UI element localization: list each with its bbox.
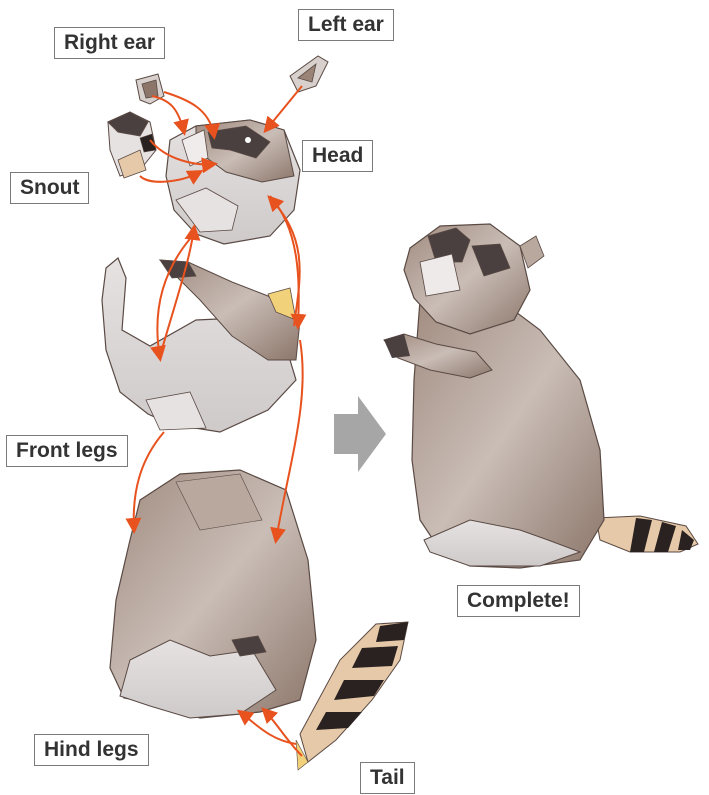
head-piece — [166, 120, 300, 244]
label-tail: Tail — [360, 762, 415, 794]
front-legs-piece — [102, 258, 300, 432]
hind-legs-piece — [110, 470, 316, 718]
progress-arrow — [334, 396, 386, 472]
snout-piece — [108, 112, 156, 178]
right-ear-piece — [136, 74, 164, 104]
label-complete: Complete! — [457, 585, 580, 617]
label-right-ear: Right ear — [54, 27, 165, 59]
left-ear-piece — [290, 56, 328, 92]
label-left-ear: Left ear — [298, 9, 394, 41]
label-head: Head — [302, 140, 373, 172]
label-front-legs: Front legs — [6, 435, 128, 467]
completed-raccoon — [384, 224, 698, 568]
label-snout: Snout — [10, 172, 89, 204]
label-hind-legs: Hind legs — [34, 734, 149, 766]
